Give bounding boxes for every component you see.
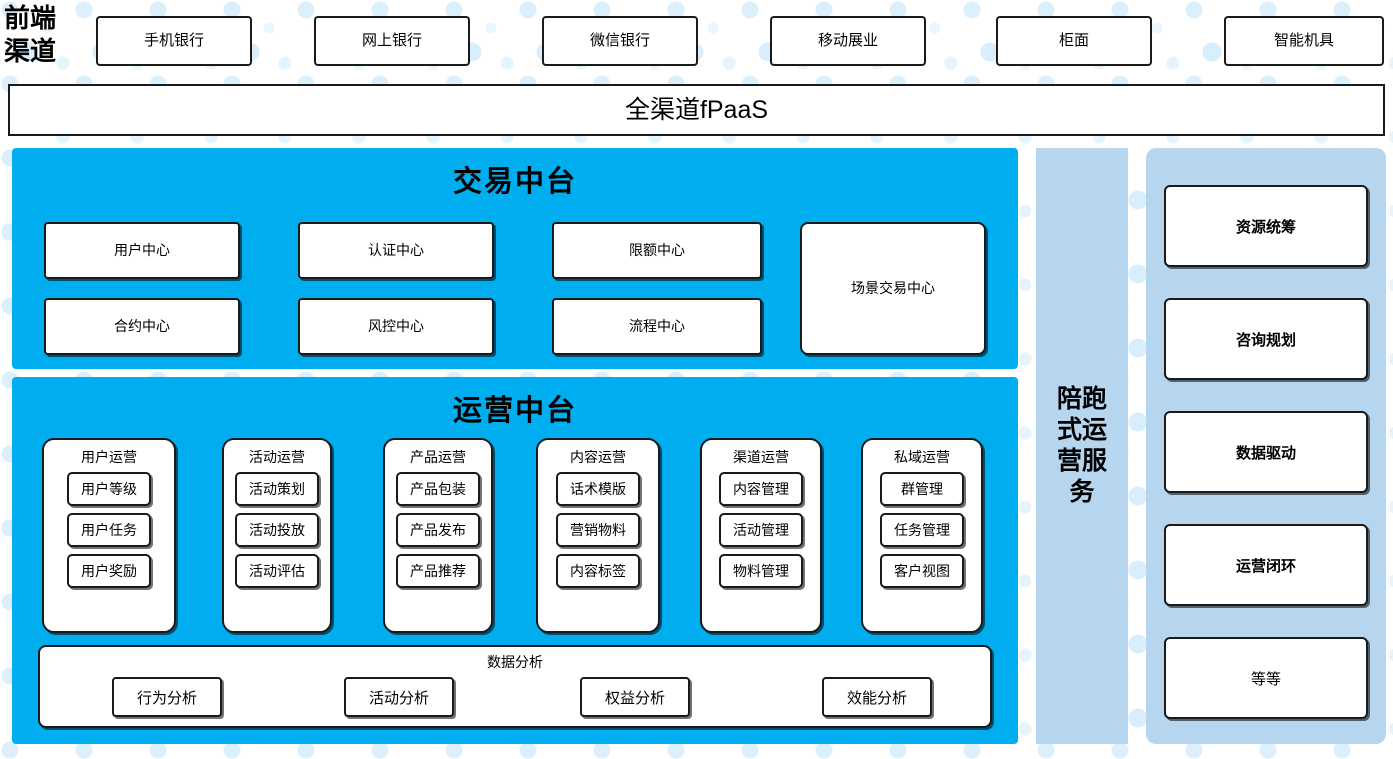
ops-item[interactable]: 任务管理 <box>880 513 964 547</box>
channel-box-mobile-business[interactable]: 移动展业 <box>770 16 926 66</box>
capability-box-consulting-planning[interactable]: 咨询规划 <box>1164 298 1368 380</box>
ops-card-title: 活动运营 <box>249 449 305 465</box>
front-channel-label: 前端 渠道 <box>4 4 57 66</box>
ops-item[interactable]: 产品推荐 <box>396 554 480 588</box>
capability-box-data-driven[interactable]: 数据驱动 <box>1164 411 1368 493</box>
ops-card-product[interactable]: 产品运营 产品包装 产品发布 产品推荐 <box>383 438 493 633</box>
ops-item[interactable]: 话术模版 <box>556 472 640 506</box>
accompanying-operation-service-column: 陪跑式运营服务 <box>1036 148 1128 744</box>
ops-item[interactable]: 活动管理 <box>719 513 803 547</box>
ops-card-content[interactable]: 内容运营 话术模版 营销物料 内容标签 <box>536 438 660 633</box>
ops-item[interactable]: 产品发布 <box>396 513 480 547</box>
trade-center-label: 风控中心 <box>368 318 424 335</box>
ops-item[interactable]: 群管理 <box>880 472 964 506</box>
channel-label: 移动展业 <box>817 32 878 50</box>
ops-card-title: 渠道运营 <box>733 449 789 465</box>
channel-label: 智能机具 <box>1273 32 1334 50</box>
ops-item[interactable]: 活动投放 <box>235 513 319 547</box>
channel-box-counter[interactable]: 柜面 <box>996 16 1152 66</box>
trade-center-process[interactable]: 流程中心 <box>552 298 762 355</box>
ops-item[interactable]: 产品包装 <box>396 472 480 506</box>
channel-label: 柜面 <box>1058 32 1089 50</box>
data-analysis-title: 数据分析 <box>487 654 543 670</box>
ops-item[interactable]: 内容标签 <box>556 554 640 588</box>
omnichannel-fpaas-label: 全渠道fPaaS <box>624 95 769 124</box>
data-analysis-item-activity[interactable]: 活动分析 <box>344 677 454 717</box>
channel-label: 手机银行 <box>143 32 204 50</box>
ops-item[interactable]: 用户任务 <box>67 513 151 547</box>
ops-item[interactable]: 用户奖励 <box>67 554 151 588</box>
ops-card-title: 用户运营 <box>81 449 137 465</box>
accompanying-operation-service-label: 陪跑式运营服务 <box>1056 385 1107 506</box>
trade-center-risk[interactable]: 风控中心 <box>298 298 494 355</box>
data-analysis-item-behavior[interactable]: 行为分析 <box>112 677 222 717</box>
trade-center-limit[interactable]: 限额中心 <box>552 222 762 279</box>
ops-card-channel[interactable]: 渠道运营 内容管理 活动管理 物料管理 <box>700 438 822 633</box>
ops-card-user[interactable]: 用户运营 用户等级 用户任务 用户奖励 <box>42 438 176 633</box>
data-analysis-item-benefit[interactable]: 权益分析 <box>580 677 690 717</box>
ops-item[interactable]: 活动策划 <box>235 472 319 506</box>
ops-platform-title: 运营中台 <box>452 395 577 427</box>
channel-label: 微信银行 <box>589 32 650 50</box>
ops-card-title: 私域运营 <box>894 449 950 465</box>
ops-item[interactable]: 物料管理 <box>719 554 803 588</box>
channel-box-mobile-bank[interactable]: 手机银行 <box>96 16 252 66</box>
capability-box-etc[interactable]: 等等 <box>1164 637 1368 719</box>
trade-center-contract[interactable]: 合约中心 <box>44 298 240 355</box>
scene-transaction-center[interactable]: 场景交易中心 <box>800 222 986 355</box>
ops-card-title: 产品运营 <box>410 449 466 465</box>
omnichannel-fpaas-bar[interactable]: 全渠道fPaaS <box>8 84 1385 136</box>
trade-center-label: 合约中心 <box>114 318 170 335</box>
trade-center-label: 认证中心 <box>368 242 424 259</box>
channel-box-online-bank[interactable]: 网上银行 <box>314 16 470 66</box>
ops-card-title: 内容运营 <box>570 449 626 465</box>
ops-item[interactable]: 活动评估 <box>235 554 319 588</box>
ops-item[interactable]: 营销物料 <box>556 513 640 547</box>
ops-card-private-domain[interactable]: 私域运营 群管理 任务管理 客户视图 <box>861 438 983 633</box>
data-analysis-item-efficiency[interactable]: 效能分析 <box>822 677 932 717</box>
scene-transaction-center-label: 场景交易中心 <box>851 280 935 297</box>
trade-center-auth[interactable]: 认证中心 <box>298 222 494 279</box>
trade-platform-panel: 交易中台 用户中心 认证中心 限额中心 合约中心 风控中心 流程中心 场景交易中… <box>12 148 1018 369</box>
ops-card-activity[interactable]: 活动运营 活动策划 活动投放 活动评估 <box>222 438 332 633</box>
ops-item[interactable]: 内容管理 <box>719 472 803 506</box>
channel-label: 网上银行 <box>361 32 422 50</box>
trade-center-label: 流程中心 <box>629 318 685 335</box>
channel-box-smart-machine[interactable]: 智能机具 <box>1224 16 1384 66</box>
data-analysis-section: 数据分析 行为分析 活动分析 权益分析 效能分析 <box>38 645 992 728</box>
capability-box-resource-coordination[interactable]: 资源统筹 <box>1164 185 1368 267</box>
capability-panel: 资源统筹 咨询规划 数据驱动 运营闭环 等等 <box>1146 148 1386 744</box>
channel-box-wechat-bank[interactable]: 微信银行 <box>542 16 698 66</box>
trade-center-user[interactable]: 用户中心 <box>44 222 240 279</box>
trade-center-label: 用户中心 <box>114 242 170 259</box>
trade-center-label: 限额中心 <box>629 242 685 259</box>
trade-platform-title: 交易中台 <box>452 166 577 198</box>
ops-item[interactable]: 用户等级 <box>67 472 151 506</box>
ops-item[interactable]: 客户视图 <box>880 554 964 588</box>
capability-box-operation-loop[interactable]: 运营闭环 <box>1164 524 1368 606</box>
